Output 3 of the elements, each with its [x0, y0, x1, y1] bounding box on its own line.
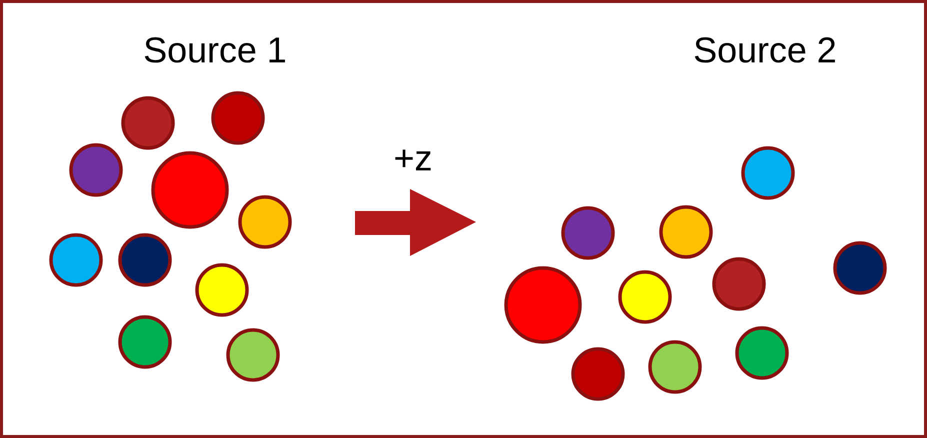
label: +z — [395, 150, 431, 170]
label: Source 2 — [694, 37, 835, 63]
label: Source 1 — [144, 37, 285, 63]
